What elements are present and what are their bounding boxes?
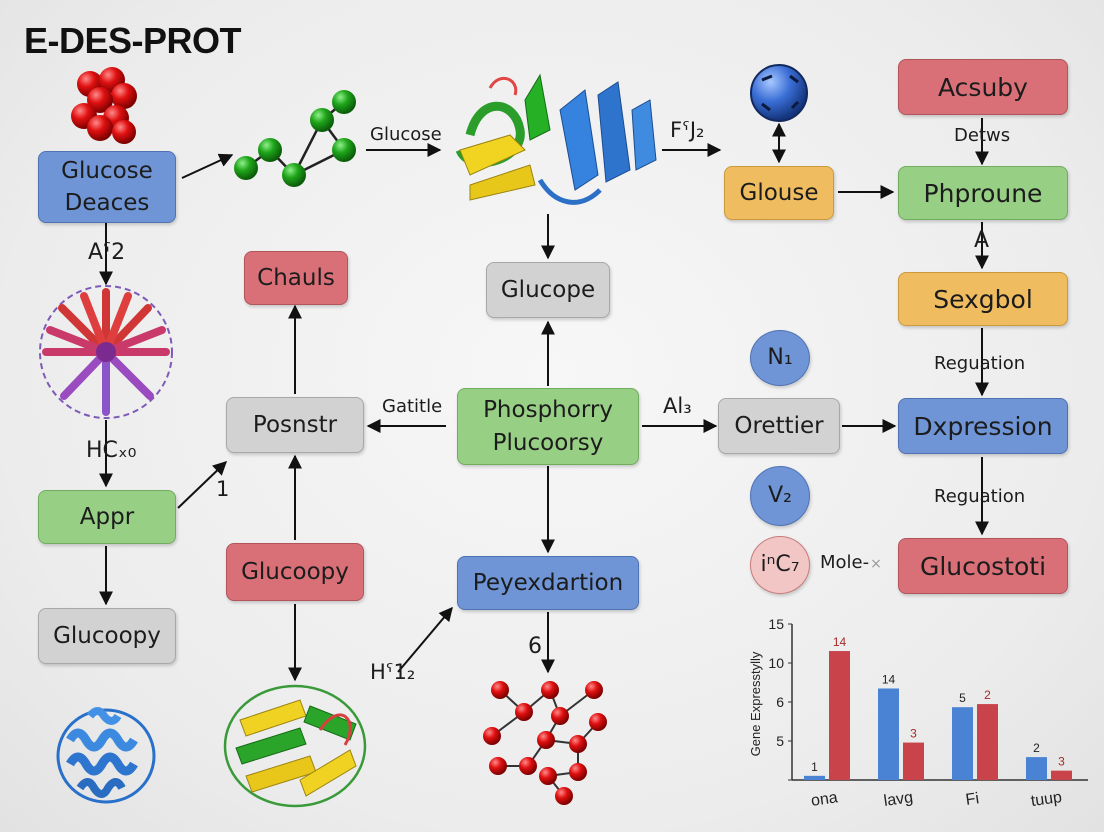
label-gatitle: Gatitle bbox=[382, 396, 443, 417]
label-six: 6 bbox=[528, 634, 542, 659]
arrow-appr-to-posnstr bbox=[177, 461, 228, 509]
node-glouse[interactable]: Glouse bbox=[724, 166, 834, 220]
chart-y-tick-label: 15 bbox=[768, 616, 784, 632]
chart-x-tick-label: lavg bbox=[883, 789, 914, 810]
node-orettier[interactable]: Orettier bbox=[718, 398, 840, 454]
chart-bar-label: 5 bbox=[959, 691, 966, 705]
arrow-protein-to-peyexdartion bbox=[397, 606, 453, 673]
chart-x-tick-label: Fi bbox=[965, 790, 981, 809]
page-title: E-DES-PROT bbox=[24, 20, 242, 61]
chart-bar-label: 2 bbox=[984, 688, 991, 702]
node-glucose-deaces[interactable]: Glucose Deaces bbox=[38, 151, 176, 223]
chart-bar bbox=[804, 775, 825, 780]
label-reguation-lower: Reguation bbox=[934, 486, 1026, 507]
label-hcx: HCₓ₀ bbox=[86, 438, 137, 463]
node-phproune[interactable]: Phproune bbox=[898, 166, 1068, 220]
node-n1[interactable]: N₁ bbox=[750, 330, 810, 386]
label-reguation-upper: Reguation bbox=[934, 353, 1026, 374]
node-acsuby[interactable]: Acsuby bbox=[898, 59, 1068, 115]
chart-bar-label: 2 bbox=[1033, 741, 1040, 755]
chart-bar bbox=[878, 688, 899, 780]
label-mole-text: Mole- bbox=[820, 552, 870, 573]
gene-expression-chart: 5 6 10 15 1 14 14 3 5 2 2 3 ona lavg Fi tuup Gene Exp… bbox=[748, 616, 1088, 810]
chart-x-ticks: ona lavg Fi tuup bbox=[810, 789, 1063, 810]
red-network-molecule-icon bbox=[483, 681, 607, 805]
arrow-glucose-to-chain bbox=[181, 153, 234, 179]
red-molecule-cluster-icon bbox=[71, 67, 137, 144]
label-a: A bbox=[974, 228, 990, 253]
label-one: 1 bbox=[216, 477, 230, 501]
blue-helix-protein-icon bbox=[56, 707, 156, 804]
blue-sphere-icon bbox=[750, 64, 808, 122]
label-glucose: Glucose bbox=[370, 124, 442, 145]
label-a-2: Aˁ2 bbox=[88, 240, 126, 265]
node-v2[interactable]: V₂ bbox=[750, 466, 810, 526]
node-dxpression[interactable]: Dxpression bbox=[898, 398, 1068, 454]
chart-y-tick-label: 6 bbox=[776, 694, 784, 710]
label-f-j2: FˁJ₂ bbox=[670, 118, 705, 142]
chart-y-axis-label: Gene Expresstylly bbox=[748, 651, 763, 756]
node-appr[interactable]: Appr bbox=[38, 490, 176, 544]
green-molecule-chain-icon bbox=[234, 90, 356, 187]
chart-y-tick-label: 10 bbox=[768, 655, 784, 671]
node-posnstr[interactable]: Posnstr bbox=[226, 397, 364, 453]
radial-protein-icon bbox=[39, 285, 173, 419]
chart-bar-label: 14 bbox=[833, 635, 847, 649]
arrows bbox=[99, 118, 989, 682]
chart-bar bbox=[977, 704, 998, 780]
chart-bar bbox=[1026, 757, 1047, 780]
label-detws: Detws bbox=[954, 125, 1011, 146]
chart-bar bbox=[952, 707, 973, 780]
node-glucoopy-mid[interactable]: Glucoopy bbox=[226, 543, 364, 601]
chart-bar-label: 3 bbox=[1058, 755, 1065, 769]
label-al3: Al₃ bbox=[663, 394, 692, 418]
node-phosphorry[interactable]: Phosphorry Plucoorsy bbox=[457, 388, 639, 465]
chart-x-tick-label: ona bbox=[810, 789, 839, 810]
node-glucostoti[interactable]: Glucostoti bbox=[898, 538, 1068, 594]
chart-bar-label: 1 bbox=[811, 760, 818, 774]
yellow-green-protein-icon bbox=[223, 684, 367, 808]
node-c7[interactable]: iⁿC₇ bbox=[750, 536, 810, 594]
chart-bar-label: 14 bbox=[882, 672, 896, 686]
node-peyexdartion[interactable]: Peyexdartion bbox=[457, 556, 639, 610]
protein-structure-top-icon bbox=[455, 73, 657, 205]
chart-x-tick-label: tuup bbox=[1030, 789, 1063, 810]
label-h12: Hˁ1₂ bbox=[370, 660, 416, 684]
label-mole: Mole-× bbox=[820, 552, 882, 573]
chart-bar-label: 3 bbox=[910, 727, 917, 741]
node-glucoopy-left[interactable]: Glucoopy bbox=[38, 608, 176, 664]
node-sexgbol[interactable]: Sexgbol bbox=[898, 272, 1068, 326]
chart-bar bbox=[903, 742, 924, 780]
chart-bar bbox=[829, 651, 850, 780]
close-icon: × bbox=[870, 556, 882, 572]
chart-y-ticks: 5 6 10 15 bbox=[768, 616, 792, 781]
chart-y-tick-label: 5 bbox=[776, 733, 784, 749]
chart-bars: 1 14 14 3 5 2 2 3 bbox=[804, 635, 1072, 780]
chart-bar bbox=[1051, 770, 1072, 780]
node-chauls[interactable]: Chauls bbox=[244, 251, 348, 305]
node-glucope[interactable]: Glucope bbox=[486, 262, 610, 318]
